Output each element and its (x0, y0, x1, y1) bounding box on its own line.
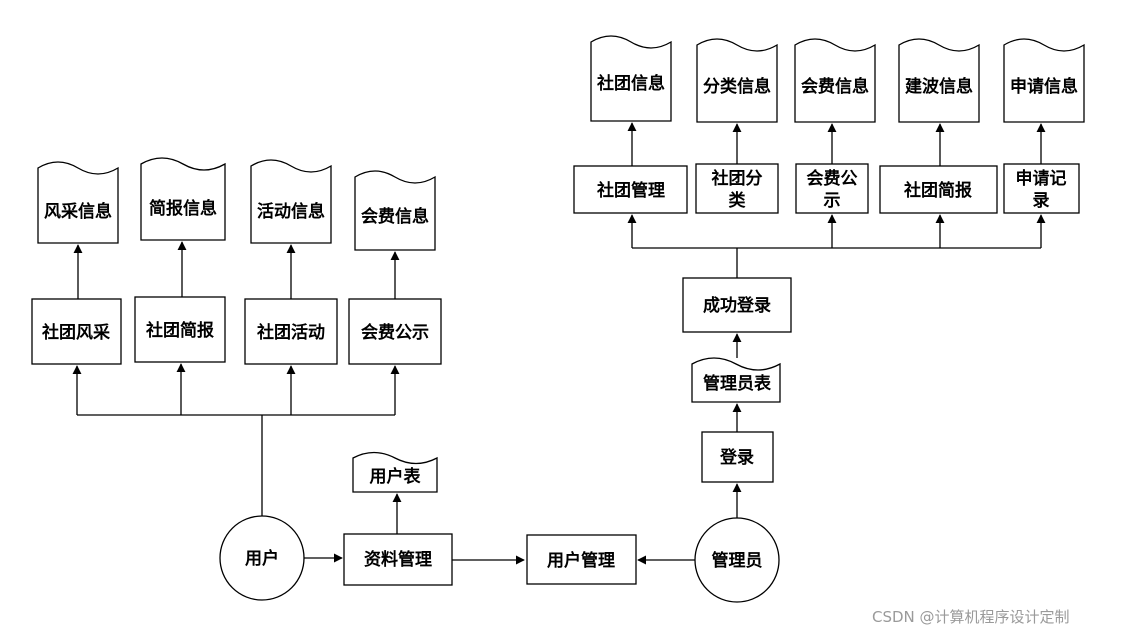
proc-apply-record-label-1: 申请记 (1016, 168, 1067, 189)
doc-apply-info: 申请信息 (1003, 38, 1085, 123)
doc-category-info: 分类信息 (696, 38, 778, 123)
doc-huifei-info-right-label: 会费信息 (801, 76, 869, 97)
store-admin-table: 管理员表 (691, 357, 781, 403)
proc-huifei-gongshi-right-label-2: 示 (824, 191, 841, 211)
proc-apply-record-label-2: 录 (1033, 191, 1050, 211)
proc-login: 登录 (701, 431, 774, 483)
entity-admin: 管理员 (694, 517, 780, 603)
doc-huodong-info-label: 活动信息 (257, 201, 325, 222)
proc-shetuan-management-label: 社团管理 (596, 180, 665, 201)
proc-huifei-gongshi-right: 会费公 示 (795, 163, 869, 214)
doc-jianbao-info-label: 简报信息 (149, 198, 217, 219)
proc-jianbao-label: 社团简报 (145, 320, 214, 341)
entity-user: 用户 (219, 515, 305, 601)
doc-fengcai-info-label: 风采信息 (44, 201, 112, 222)
proc-huodong-label: 社团活动 (256, 322, 325, 343)
doc-shetuan-info: 社团信息 (590, 35, 672, 122)
proc-fengcai: 社团风采 (31, 298, 122, 365)
proc-user-management-label: 用户管理 (547, 550, 615, 571)
proc-huifei-gongshi-right-label-1: 会费公 (807, 168, 858, 189)
store-user-table-label: 用户表 (370, 466, 422, 487)
proc-huodong: 社团活动 (244, 298, 338, 365)
proc-shetuan-category-label-1: 社团分 (711, 168, 763, 189)
doc-apply-info-label: 申请信息 (1010, 76, 1078, 97)
doc-huifei-info-left: 会费信息 (354, 170, 436, 251)
proc-huifei-gongshi: 会费公示 (348, 298, 442, 365)
proc-fengcai-label: 社团风采 (41, 322, 110, 343)
proc-apply-record: 申请记 录 (1003, 163, 1080, 214)
store-admin-table-label: 管理员表 (703, 373, 772, 394)
proc-jianbao: 社团简报 (134, 296, 226, 363)
proc-shetuan-category-label-2: 类 (729, 190, 747, 211)
watermark: CSDN @计算机程序设计定制 (872, 608, 1070, 626)
entity-admin-label: 管理员 (712, 550, 763, 571)
entity-user-label: 用户 (245, 548, 279, 569)
proc-login-success: 成功登录 (682, 277, 792, 333)
store-user-table: 用户表 (352, 451, 438, 493)
doc-jianbo-info: 建波信息 (898, 38, 980, 123)
proc-login-label: 登录 (719, 447, 754, 468)
doc-shetuan-info-label: 社团信息 (596, 73, 665, 94)
doc-fengcai-info: 风采信息 (37, 161, 119, 244)
proc-shetuan-jianbao-right-label: 社团简报 (903, 180, 972, 201)
proc-data-management: 资料管理 (343, 533, 453, 586)
proc-login-success-label: 成功登录 (703, 295, 771, 316)
doc-jianbo-info-label: 建波信息 (905, 76, 973, 97)
proc-data-management-label: 资料管理 (364, 549, 432, 570)
proc-shetuan-jianbao-right: 社团简报 (879, 165, 998, 214)
proc-shetuan-management: 社团管理 (573, 165, 688, 214)
doc-category-info-label: 分类信息 (703, 76, 771, 97)
doc-huifei-info-left-label: 会费信息 (361, 206, 429, 227)
proc-shetuan-category: 社团分 类 (695, 163, 779, 214)
doc-huodong-info: 活动信息 (250, 159, 332, 244)
doc-huifei-info-right: 会费信息 (794, 38, 876, 123)
proc-huifei-gongshi-label: 会费公示 (361, 322, 429, 343)
doc-jianbao-info: 简报信息 (140, 157, 226, 241)
proc-user-management: 用户管理 (526, 534, 637, 585)
